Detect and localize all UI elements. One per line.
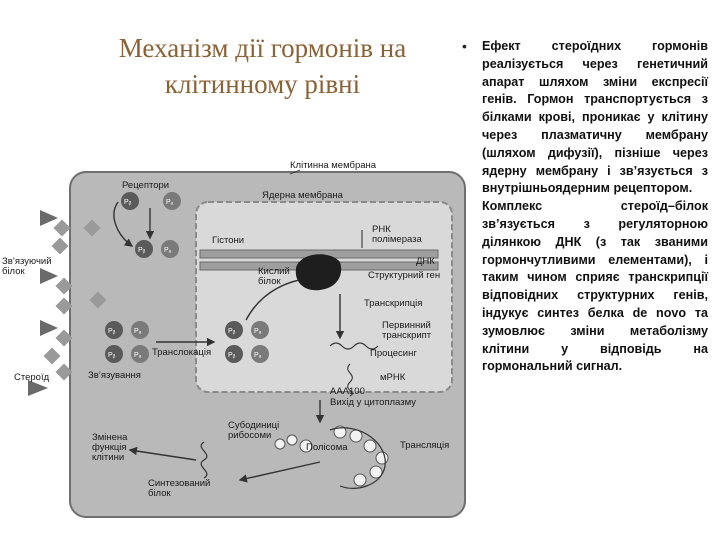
receptor-pb-letter-4: Pᵦ: [108, 352, 116, 359]
bullet-dot: •: [462, 38, 467, 54]
primary-transcript-label-1: Первинний: [382, 320, 431, 331]
title-line-1: Механізм дії гормонів на: [118, 33, 407, 63]
exit-cytoplasm-label: Вихід у цитоплазму: [330, 397, 416, 408]
acidic-protein-shape: [295, 254, 342, 291]
receptor-pb-letter-5: Pᵦ: [228, 328, 236, 335]
ribosome-subunits-label-1: Субодиниці: [228, 420, 279, 431]
receptor-pa-letter-1: Pₐ: [166, 199, 174, 206]
synthesized-protein-label-1: Синтезований: [148, 478, 210, 489]
receptor-pb-letter-6: Pᵦ: [228, 352, 236, 359]
binding-protein-label-2: білок: [2, 266, 25, 277]
receptor-pb-letter-3: Pᵦ: [108, 328, 116, 335]
synthesized-protein-coil: [200, 441, 208, 479]
rna-polymerase-label-1: РНК: [372, 224, 391, 235]
mrna-label: мРНК: [380, 372, 406, 383]
processing-coil: [347, 363, 353, 397]
receptor-group-top: Pᵦ Pₐ: [121, 192, 181, 210]
polysome-label: Полісома: [306, 442, 348, 453]
receptor-pa-letter-2: Pₐ: [164, 247, 172, 254]
dna-label: ДНК: [416, 256, 435, 267]
poly-a-label: AAA100: [330, 386, 365, 397]
changed-function-label-3: клітини: [92, 452, 124, 463]
hormone-mechanism-diagram: Клітинна мембрана Ядерна мембрана Рецепт…: [2, 160, 466, 518]
binding-label: Зв’язування: [88, 370, 141, 381]
arrow-receptors-left: [113, 201, 134, 247]
primary-transcript-label-2: транскрипт: [382, 330, 432, 341]
acidic-protein-label-2: білок: [258, 276, 281, 287]
receptor-pa-letter-6: Pₐ: [254, 352, 262, 359]
slide-title: Механізм дії гормонів на клітинному рівн…: [70, 30, 455, 102]
cell-membrane-pointer: [289, 169, 301, 175]
ribosome-subunits-label-2: рибосоми: [228, 430, 271, 441]
arrow-changed-function: [128, 446, 197, 461]
steroid-label: Стероїд: [14, 372, 50, 383]
receptor-pb-letter-1: Pᵦ: [124, 199, 132, 206]
polysome-mrna: [329, 427, 386, 489]
receptor-pa-letter-3: Pₐ: [134, 328, 142, 335]
synthesized-protein-label-2: білок: [148, 488, 171, 499]
receptors-label: Рецептори: [122, 180, 169, 191]
body-text: Ефект стероїдних гормонів реалізується ч…: [482, 38, 708, 376]
acidic-protein-label-1: Кислий: [258, 266, 290, 277]
translocation-label: Транслокація: [152, 347, 211, 358]
receptor-pb-letter-2: Pᵦ: [138, 247, 146, 254]
binding-protein-shapes: [28, 210, 58, 396]
changed-function-label-1: Змінена: [92, 432, 128, 443]
paragraph-2: Комплекс стероїд–білок зв’язується з рег…: [482, 199, 708, 374]
receptor-complex-left: Pᵦ Pₐ Pᵦ Pₐ: [105, 321, 149, 363]
binding-protein-label-1: Зв’язуючий: [2, 256, 52, 267]
receptor-pa-letter-4: Pₐ: [134, 352, 142, 359]
translation-label: Трансляція: [400, 440, 449, 451]
histones-label: Гістони: [212, 235, 244, 246]
primary-transcript-wave: [329, 342, 379, 350]
processing-label: Процесинг: [370, 348, 417, 359]
transcription-label: Транскрипція: [364, 298, 422, 309]
structural-gene-label: Структурний ген: [368, 270, 440, 281]
paragraph-1: Ефект стероїдних гормонів реалізується ч…: [482, 39, 708, 196]
receptor-complex-right: Pᵦ Pₐ Pᵦ Pₐ: [225, 321, 269, 363]
nuclear-membrane-label: Ядерна мембрана: [262, 190, 344, 201]
cell-membrane-label: Клітинна мембрана: [290, 160, 377, 171]
title-line-2: клітинному рівні: [164, 69, 361, 99]
receptor-group-middle: Pᵦ Pₐ: [135, 240, 179, 258]
receptor-pa-letter-5: Pₐ: [254, 328, 262, 335]
changed-function-label-2: функція: [92, 442, 127, 453]
nucleus-body: [195, 201, 453, 393]
arrow-translation-back: [238, 461, 321, 483]
rna-polymerase-label-2: полімераза: [372, 234, 423, 245]
